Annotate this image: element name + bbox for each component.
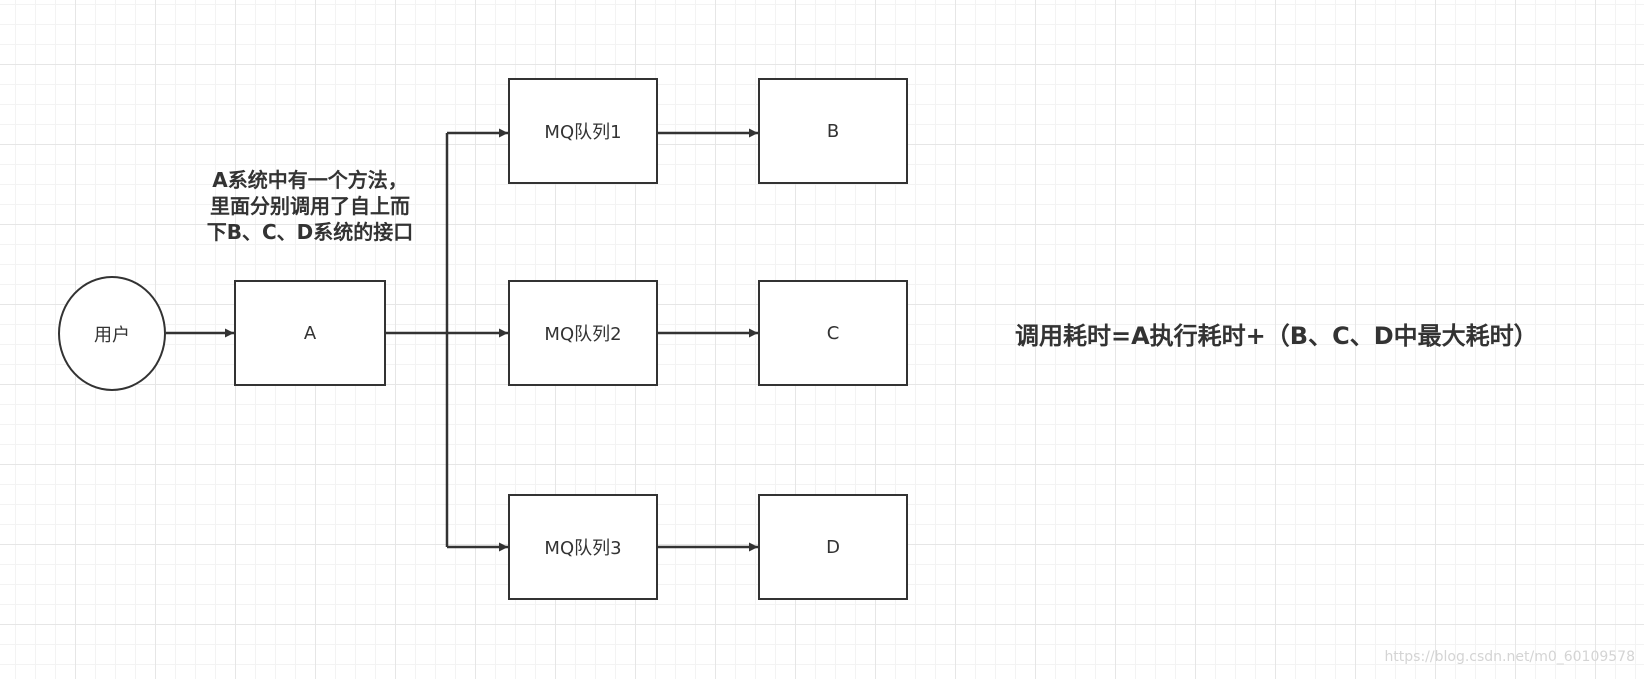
- node-mq3[interactable]: MQ队列3: [508, 494, 658, 600]
- watermark-text: https://blog.csdn.net/m0_60109578: [1384, 649, 1635, 665]
- node-d[interactable]: D: [758, 494, 908, 600]
- node-mq2[interactable]: MQ队列2: [508, 280, 658, 386]
- formula-text: 调用耗时=A执行耗时+（B、C、D中最大耗时）: [1015, 322, 1538, 350]
- annotation-note: A系统中有一个方法， 里面分别调用了自上而 下B、C、D系统的接口: [180, 167, 440, 245]
- node-mq1[interactable]: MQ队列1: [508, 78, 658, 184]
- annotation-line-2: 里面分别调用了自上而: [210, 194, 410, 218]
- node-c[interactable]: C: [758, 280, 908, 386]
- node-b[interactable]: B: [758, 78, 908, 184]
- node-user[interactable]: 用户: [58, 276, 166, 391]
- annotation-line-1: A系统中有一个方法，: [212, 168, 408, 192]
- annotation-line-3: 下B、C、D系统的接口: [206, 220, 414, 244]
- node-a[interactable]: A: [234, 280, 386, 386]
